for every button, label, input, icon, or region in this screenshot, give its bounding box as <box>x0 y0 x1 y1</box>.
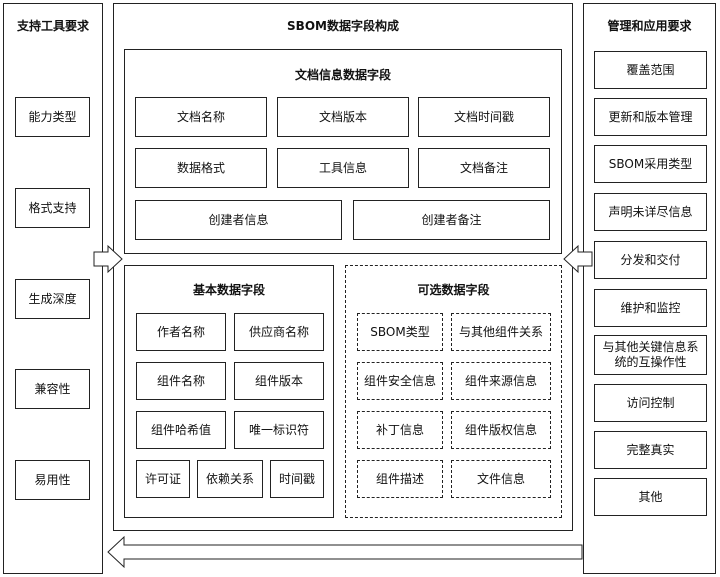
tool-item-generation-depth: 生成深度 <box>15 279 90 319</box>
doc-field-data-format: 数据格式 <box>135 148 267 188</box>
mgmt-item-undeclared-info: 声明未详尽信息 <box>594 193 707 231</box>
basic-field-author: 作者名称 <box>136 313 226 351</box>
basic-field-component-hash: 组件哈希值 <box>136 411 226 449</box>
basic-field-license: 许可证 <box>136 460 190 498</box>
left-to-center-arrow <box>93 244 123 274</box>
bottom-feedback-arrow <box>107 535 583 569</box>
basic-field-unique-id: 唯一标识符 <box>234 411 324 449</box>
doc-field-timestamp: 文档时间戳 <box>418 97 550 137</box>
mgmt-item-coverage: 覆盖范围 <box>594 51 707 89</box>
doc-info-title: 文档信息数据字段 <box>294 68 391 82</box>
tool-requirements-title: 支持工具要求 <box>16 19 89 33</box>
optional-field-patch-info: 补丁信息 <box>357 411 443 449</box>
optional-field-relationships: 与其他组件关系 <box>451 313 551 351</box>
management-requirements-title: 管理和应用要求 <box>607 19 692 33</box>
optional-field-origin-info: 组件来源信息 <box>451 362 551 400</box>
mgmt-item-distribution-delivery: 分发和交付 <box>594 241 707 279</box>
mgmt-item-other: 其他 <box>594 478 707 516</box>
basic-field-component-name: 组件名称 <box>136 362 226 400</box>
optional-field-file-info: 文件信息 <box>451 460 551 498</box>
sbom-fields-title: SBOM数据字段构成 <box>287 19 399 33</box>
optional-field-security-info: 组件安全信息 <box>357 362 443 400</box>
doc-field-remarks: 文档备注 <box>418 148 550 188</box>
doc-field-version: 文档版本 <box>277 97 409 137</box>
optional-field-description: 组件描述 <box>357 460 443 498</box>
mgmt-item-access-control: 访问控制 <box>594 384 707 422</box>
tool-item-usability: 易用性 <box>15 460 90 500</box>
mgmt-item-update-versioning: 更新和版本管理 <box>594 98 707 136</box>
mgmt-item-sbom-adoption-type: SBOM采用类型 <box>594 145 707 183</box>
optional-field-copyright-info: 组件版权信息 <box>451 411 551 449</box>
basic-fields-title: 基本数据字段 <box>192 283 265 297</box>
optional-field-sbom-type: SBOM类型 <box>357 313 443 351</box>
mgmt-item-maintenance-monitoring: 维护和监控 <box>594 289 707 327</box>
doc-field-creator-info: 创建者信息 <box>135 200 342 240</box>
doc-field-tool-info: 工具信息 <box>277 148 409 188</box>
doc-field-creator-remarks: 创建者备注 <box>353 200 550 240</box>
tool-item-format-support: 格式支持 <box>15 188 90 228</box>
doc-field-name: 文档名称 <box>135 97 267 137</box>
basic-field-component-version: 组件版本 <box>234 362 324 400</box>
optional-fields-title: 可选数据字段 <box>417 283 490 297</box>
tool-item-compatibility: 兼容性 <box>15 369 90 409</box>
mgmt-item-interoperability: 与其他关键信息系统的互操作性 <box>594 335 707 375</box>
basic-field-timestamp: 时间戳 <box>270 460 324 498</box>
basic-field-supplier: 供应商名称 <box>234 313 324 351</box>
tool-item-capability-type: 能力类型 <box>15 97 90 137</box>
right-to-center-arrow <box>563 244 593 274</box>
mgmt-item-integrity-authenticity: 完整真实 <box>594 431 707 469</box>
basic-field-dependencies: 依赖关系 <box>197 460 263 498</box>
